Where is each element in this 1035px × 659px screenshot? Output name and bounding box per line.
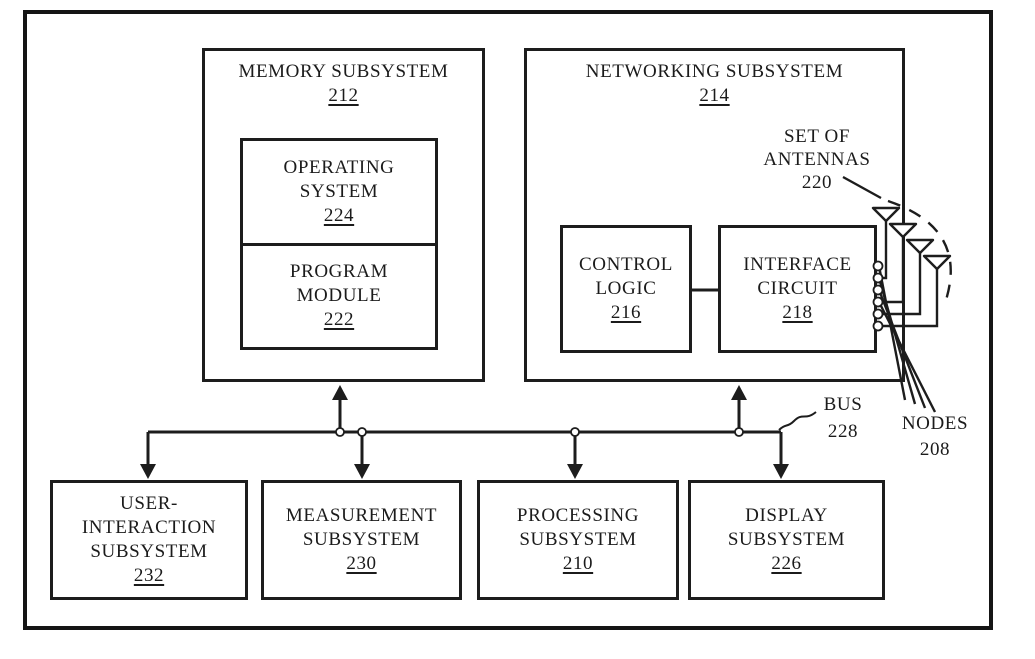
bus-ref: 228 (827, 421, 859, 442)
operating-system-label-line2: SYSTEM (299, 180, 379, 202)
control-logic-ref: 216 (610, 302, 642, 323)
user-interaction-subsystem-box: USER- INTERACTION SUBSYSTEM 232 (50, 480, 248, 600)
display-label-line2: SUBSYSTEM (727, 529, 846, 550)
memory-inner-box: OPERATING SYSTEM 224 PROGRAM MODULE 222 (240, 138, 438, 350)
bus-label: BUS 228 (812, 391, 874, 445)
networking-subsystem-title: NETWORKING SUBSYSTEM (585, 61, 844, 82)
program-module-ref: 222 (323, 309, 355, 331)
operating-system-label-line1: OPERATING (283, 156, 395, 178)
control-logic-label-line1: CONTROL (579, 254, 673, 275)
measurement-subsystem-box: MEASUREMENT SUBSYSTEM 230 (261, 480, 462, 600)
user-interaction-label-line3: SUBSYSTEM (90, 541, 208, 562)
memory-subsystem-title: MEMORY SUBSYSTEM (238, 61, 449, 82)
processing-label-line1: PROCESSING (516, 505, 640, 526)
nodes-ref: 208 (919, 439, 951, 460)
display-subsystem-box: DISPLAY SUBSYSTEM 226 (688, 480, 885, 600)
interface-circuit-label-line2: CIRCUIT (757, 278, 838, 299)
nodes-label-text: NODES (901, 413, 969, 434)
processing-subsystem-box: PROCESSING SUBSYSTEM 210 (477, 480, 679, 600)
program-module-label-line1: PROGRAM (289, 261, 389, 283)
interface-circuit-label-line1: INTERFACE (743, 254, 852, 275)
set-of-antennas-line1: SET OF (783, 126, 851, 147)
user-interaction-ref: 232 (133, 565, 165, 586)
bus-label-text: BUS (823, 394, 863, 415)
measurement-label-line1: MEASUREMENT (285, 505, 438, 526)
networking-subsystem-ref: 214 (699, 85, 730, 106)
operating-system-box: OPERATING SYSTEM 224 (243, 141, 435, 246)
processing-ref: 210 (562, 553, 594, 574)
processing-label-line2: SUBSYSTEM (519, 529, 637, 550)
measurement-label-line2: SUBSYSTEM (302, 529, 421, 550)
program-module-box: PROGRAM MODULE 222 (243, 246, 435, 348)
program-module-label-line2: MODULE (296, 285, 382, 307)
set-of-antennas-ref: 220 (801, 172, 833, 193)
set-of-antennas-line2: ANTENNAS (763, 149, 871, 170)
display-ref: 226 (771, 553, 802, 574)
operating-system-ref: 224 (323, 204, 355, 226)
user-interaction-label-line1: USER- (120, 493, 178, 514)
set-of-antennas-label: SET OF ANTENNAS 220 (752, 125, 882, 194)
interface-circuit-ref: 218 (782, 302, 813, 323)
user-interaction-label-line2: INTERACTION (81, 517, 217, 538)
display-label-line1: DISPLAY (745, 505, 828, 526)
nodes-label: NODES 208 (897, 411, 973, 463)
control-logic-label-line2: LOGIC (595, 278, 657, 299)
measurement-ref: 230 (346, 553, 377, 574)
memory-subsystem-ref: 212 (328, 85, 359, 106)
interface-circuit-box: INTERFACE CIRCUIT 218 (718, 225, 877, 353)
control-logic-box: CONTROL LOGIC 216 (560, 225, 692, 353)
